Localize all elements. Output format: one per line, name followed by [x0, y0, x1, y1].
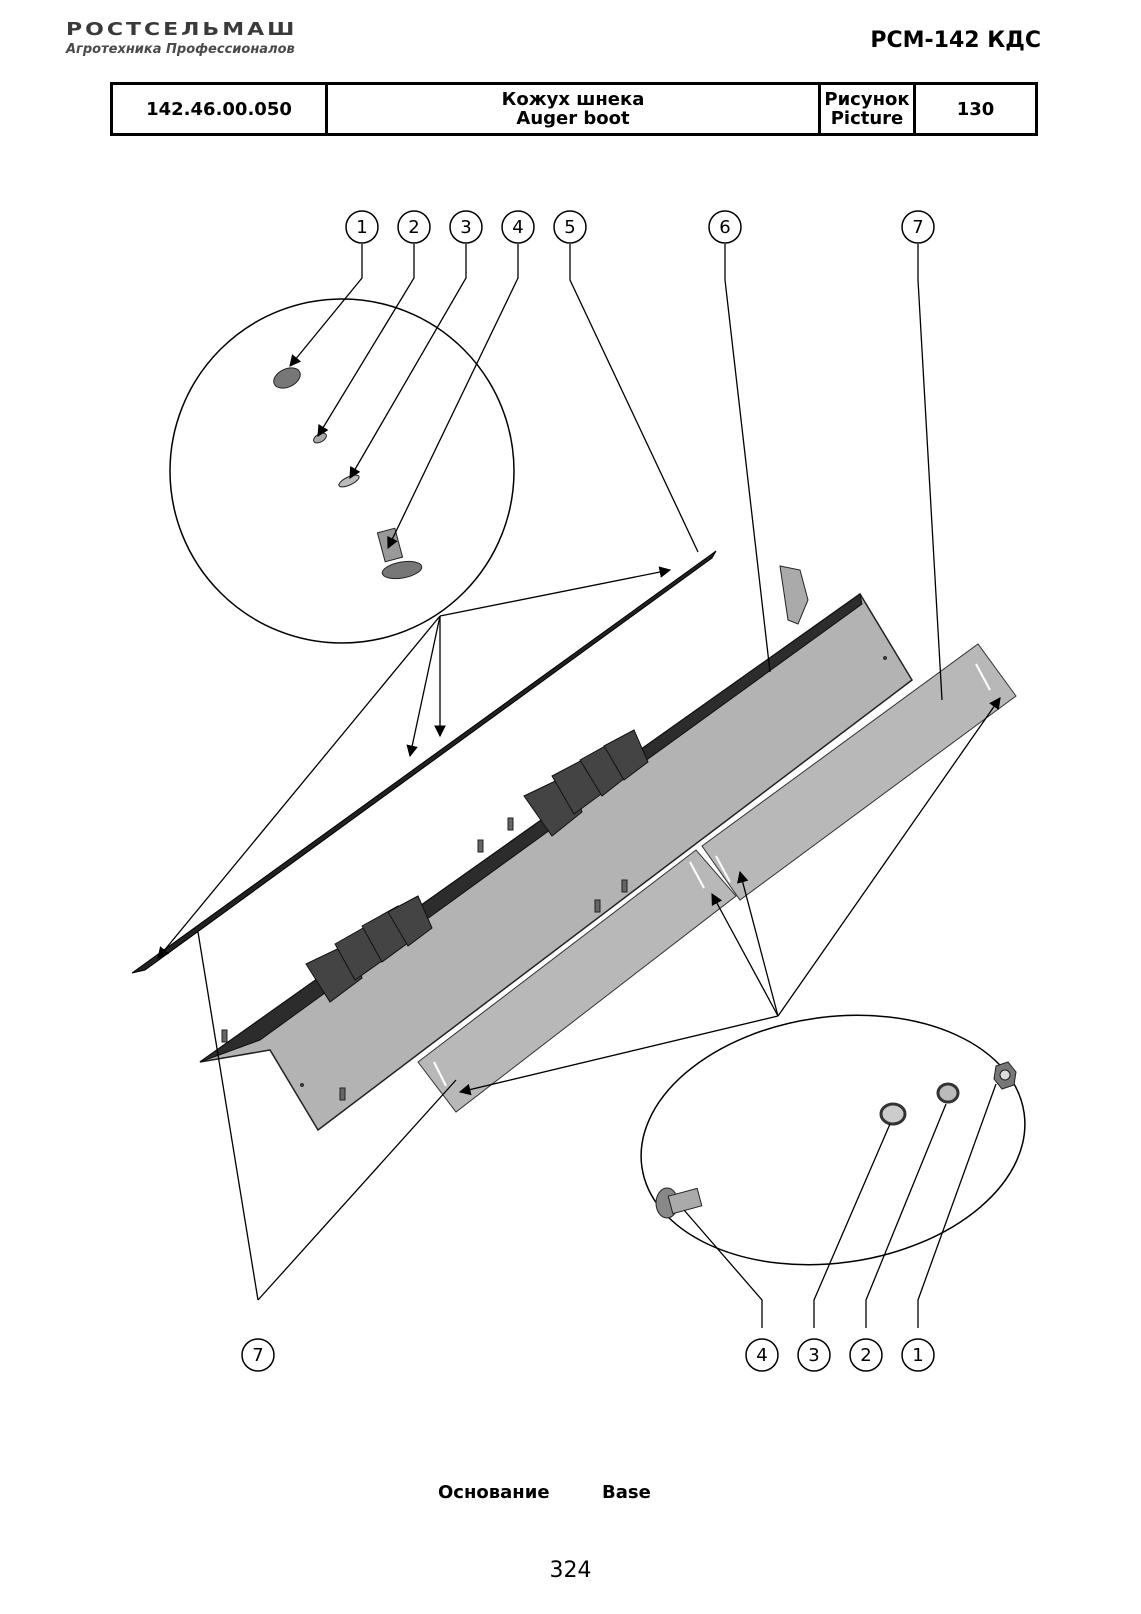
clamp-group [523, 729, 649, 837]
bolt-icon [376, 527, 423, 580]
model-designation: РСМ-142 КДС [870, 28, 1041, 53]
caption-en: Base [602, 1482, 651, 1503]
washer-icon [338, 474, 360, 488]
part-title-cell: Кожух шнека Auger boot [325, 82, 821, 136]
company-logo: РОСТСЕЛЬМАШ Агротехника Профессионалов [66, 20, 326, 62]
picture-label-cell: Рисунок Picture [818, 82, 916, 136]
nut-icon [993, 1061, 1017, 1090]
slotted-plate [701, 643, 1017, 901]
picture-label-en: Picture [830, 108, 904, 129]
page-number: 324 [549, 1558, 592, 1583]
callout-balloon: 5 [553, 210, 587, 244]
fastener-detail-top [169, 298, 515, 644]
title-block: 142.46.00.050 Кожух шнека Auger boot Рис… [110, 82, 1038, 136]
callouts-top: 1 2 3 4 5 6 7 [345, 210, 935, 244]
picture-number-cell: 130 [913, 82, 1038, 136]
part-title-en: Auger boot [516, 108, 630, 129]
clamp-group [305, 895, 433, 1003]
callout-balloon: 7 [901, 210, 935, 244]
svg-text:1: 1 [356, 217, 367, 238]
part-title-ru: Кожух шнека [501, 89, 645, 110]
logo-tagline: Агротехника Профессионалов [66, 42, 295, 57]
svg-text:4: 4 [756, 1345, 767, 1366]
callout-balloon: 2 [849, 1338, 883, 1372]
stud-bolts [221, 817, 628, 1101]
auger-boot-housing [199, 565, 913, 1132]
leader-lines [157, 244, 1001, 1328]
logo-wordmark: РОСТСЕЛЬМАШ [66, 20, 298, 40]
svg-text:4: 4 [512, 217, 523, 238]
auger-boot-strip [131, 550, 717, 974]
svg-text:5: 5 [564, 217, 575, 238]
svg-text:2: 2 [408, 217, 419, 238]
callout-balloon: 3 [797, 1338, 831, 1372]
fastener-detail-bottom [640, 1014, 1026, 1266]
picture-label-ru: Рисунок [824, 89, 910, 110]
callout-balloon: 1 [901, 1338, 935, 1372]
svg-text:3: 3 [808, 1345, 819, 1366]
callout-balloon: 4 [745, 1338, 779, 1372]
svg-text:6: 6 [719, 217, 730, 238]
slotted-plate [417, 849, 737, 1113]
callouts-bottom: 7 4 3 2 1 [241, 1338, 935, 1372]
callout-balloon: 6 [708, 210, 742, 244]
nut-icon [273, 367, 301, 389]
svg-text:7: 7 [252, 1345, 263, 1366]
picture-number: 130 [956, 98, 995, 120]
washer-icon [879, 1102, 907, 1126]
svg-text:1: 1 [912, 1345, 923, 1366]
svg-text:7: 7 [912, 217, 923, 238]
part-number-cell: 142.46.00.050 [110, 82, 328, 136]
svg-text:3: 3 [460, 217, 471, 238]
callout-balloon: 3 [449, 210, 483, 244]
bolt-icon [655, 1187, 703, 1219]
mount-bracket [779, 565, 809, 625]
callout-balloon: 2 [397, 210, 431, 244]
caption-ru: Основание [438, 1482, 550, 1503]
lock-washer-icon [936, 1082, 960, 1104]
callout-balloon: 4 [501, 210, 535, 244]
callout-balloon: 1 [345, 210, 379, 244]
part-number: 142.46.00.050 [146, 98, 292, 120]
svg-text:2: 2 [860, 1345, 871, 1366]
callout-balloon: 7 [241, 1338, 275, 1372]
